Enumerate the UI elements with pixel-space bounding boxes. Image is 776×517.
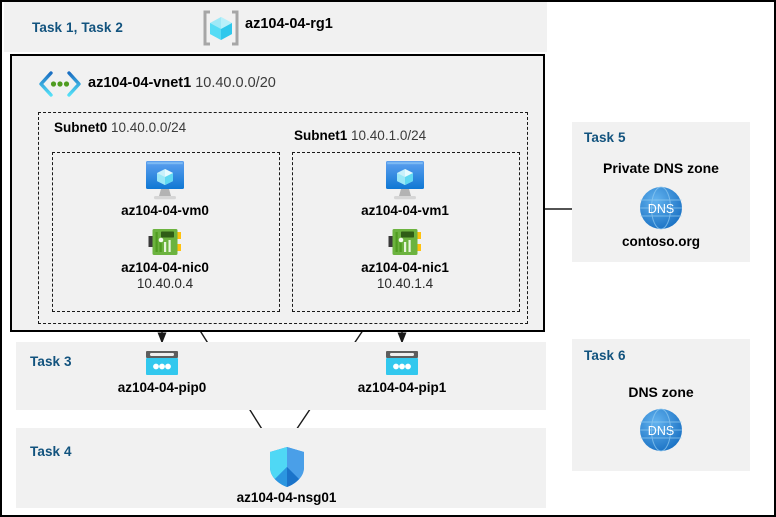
public-ip-address-icon — [385, 350, 419, 378]
subnet1-box — [292, 152, 520, 312]
subnet0-cidr: 10.40.0.0/24 — [111, 120, 187, 135]
subnet0-name: Subnet0 — [54, 120, 108, 135]
dns-zone-icon: DNS — [638, 185, 684, 231]
pip1-name: az104-04-pip1 — [357, 380, 447, 395]
network-security-group-icon — [268, 446, 306, 488]
vm1-name: az104-04-vm1 — [361, 203, 449, 218]
vnet-panel — [10, 54, 545, 332]
virtual-network-icon — [38, 70, 82, 98]
private-dns-zone-name: contoso.org — [622, 234, 700, 249]
subnet1-cidr: 10.40.1.0/24 — [351, 128, 427, 143]
virtual-machine-icon — [143, 159, 187, 201]
vnet-cidr: 10.40.0.0/20 — [195, 75, 276, 91]
private-dns-zone-heading: Private DNS zone — [603, 160, 719, 176]
task-label-task1-task2: Task 1, Task 2 — [32, 20, 123, 35]
svg-text:DNS: DNS — [648, 424, 674, 438]
resource-group-icon — [202, 10, 240, 46]
dns-zone-icon: DNS — [638, 407, 684, 453]
task1-task2-panel: Task 1, Task 2 — [4, 2, 547, 52]
task3-panel: Task 3 — [16, 342, 546, 410]
subnet1-name: Subnet1 — [294, 128, 348, 143]
network-interface-icon — [388, 226, 422, 258]
node-nsg01: az104-04-nsg01 — [214, 446, 359, 505]
subnet0-box — [52, 152, 280, 312]
node-vm1: az104-04-vm1 — [350, 159, 460, 218]
network-interface-icon — [148, 226, 182, 258]
node-vm0: az104-04-vm0 — [110, 159, 220, 218]
subnets-container — [38, 112, 528, 324]
node-nic0: az104-04-nic0 10.40.0.4 — [110, 226, 220, 291]
nic1-ip: 10.40.1.4 — [376, 276, 434, 291]
task-label-task5: Task 5 — [584, 130, 626, 145]
public-ip-address-icon — [145, 350, 179, 378]
nic0-ip: 10.40.0.4 — [136, 276, 194, 291]
vnet-name: az104-04-vnet1 — [88, 75, 192, 91]
vnet-title: az104-04-vnet1 10.40.0.0/20 — [88, 75, 276, 91]
vm0-name: az104-04-vm0 — [121, 203, 209, 218]
task-label-task3: Task 3 — [30, 354, 72, 369]
task-label-task4: Task 4 — [30, 444, 72, 459]
task-label-task6: Task 6 — [584, 348, 626, 363]
virtual-machine-icon — [383, 159, 427, 201]
resource-group-name: az104-04-rg1 — [245, 16, 333, 32]
node-private-dns-zone: DNS contoso.org — [603, 185, 719, 249]
node-pip0: az104-04-pip0 — [97, 350, 227, 395]
node-dns-zone: DNS — [638, 407, 684, 453]
pip0-name: az104-04-pip0 — [117, 380, 207, 395]
node-pip1: az104-04-pip1 — [337, 350, 467, 395]
dns-zone-heading: DNS zone — [628, 384, 694, 400]
subnet1-title: Subnet1 10.40.1.0/24 — [294, 128, 426, 143]
nic0-name: az104-04-nic0 — [121, 260, 209, 275]
node-nic1: az104-04-nic1 10.40.1.4 — [350, 226, 460, 291]
svg-text:DNS: DNS — [648, 202, 674, 216]
nic1-name: az104-04-nic1 — [361, 260, 449, 275]
subnet0-title: Subnet0 10.40.0.0/24 — [54, 120, 186, 135]
nsg01-name: az104-04-nsg01 — [236, 490, 337, 505]
